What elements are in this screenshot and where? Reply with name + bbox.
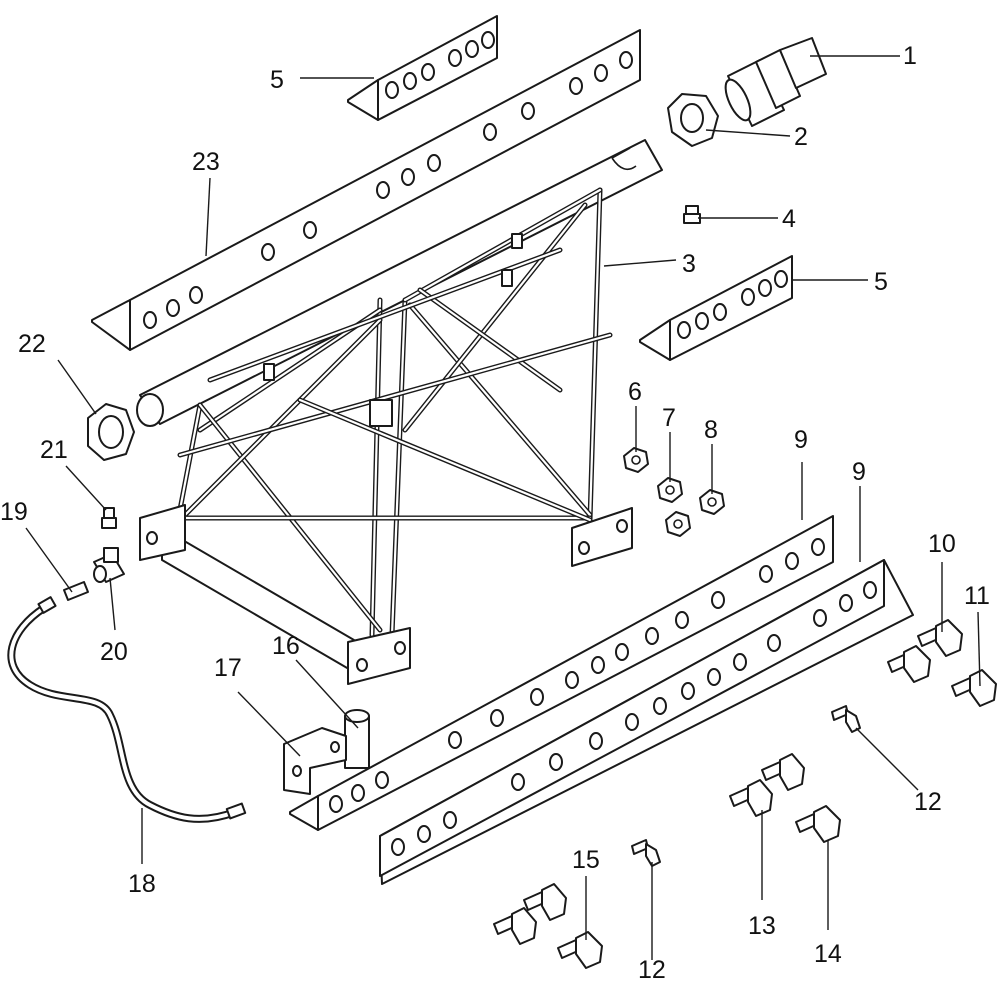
part-19-nipple <box>63 581 89 601</box>
callout-18: 18 <box>128 870 156 898</box>
part-18-hose <box>7 596 247 823</box>
part-15-bolts <box>493 883 603 969</box>
callout-2: 2 <box>794 123 808 151</box>
frame-top-pipe <box>136 139 663 427</box>
part-23-angle-rail <box>91 29 641 351</box>
callout-12-lower: 12 <box>638 956 666 984</box>
part-1-union-fitting <box>724 37 827 127</box>
callout-17: 17 <box>214 654 242 682</box>
part-22-large-nut <box>87 403 135 461</box>
callout-20: 20 <box>100 638 128 666</box>
part-9-front-angle-rail <box>379 559 914 885</box>
callout-5-upper: 5 <box>270 66 284 94</box>
callout-23: 23 <box>192 148 220 176</box>
rail-23-holes <box>143 51 633 329</box>
callout-9-rear: 9 <box>794 426 808 454</box>
part-17-bracket <box>283 727 347 795</box>
part-11-bolt <box>951 669 997 707</box>
callout-21: 21 <box>40 436 68 464</box>
callout-13: 13 <box>748 912 776 940</box>
part-13-bolts <box>729 753 805 817</box>
part-6-nut <box>623 447 649 473</box>
part-3-main-frame <box>136 139 663 685</box>
callout-4: 4 <box>782 205 796 233</box>
callout-9-front: 9 <box>852 458 866 486</box>
callout-16: 16 <box>272 632 300 660</box>
part-7-nuts <box>657 477 691 537</box>
callout-5-lower: 5 <box>874 268 888 296</box>
callout-22: 22 <box>18 330 46 358</box>
part-12-bolt-upper <box>831 705 861 733</box>
callout-1: 1 <box>903 42 917 70</box>
part-5-lower-bracket <box>639 255 793 361</box>
part-8-nut <box>699 489 725 515</box>
part-20-tee <box>93 547 125 583</box>
callout-labels: 1 2 4 3 5 5 23 6 7 8 9 9 10 11 12 13 14 … <box>0 42 990 984</box>
callout-7: 7 <box>662 404 676 432</box>
callout-10: 10 <box>928 530 956 558</box>
part-9-rear-angle-rail <box>289 515 834 831</box>
callout-11: 11 <box>964 582 990 610</box>
callout-3: 3 <box>682 250 696 278</box>
callout-leaders <box>25 55 981 960</box>
part-14-bolt <box>795 805 841 843</box>
part-4-small-fitting <box>683 205 701 224</box>
frame-base <box>139 504 633 685</box>
callout-14: 14 <box>814 940 842 968</box>
part-5-upper-bracket <box>347 15 498 121</box>
part-2-hex-nut <box>667 93 719 147</box>
part-12-bolt-lower <box>631 839 661 867</box>
callout-12-upper: 12 <box>914 788 942 816</box>
callout-19: 19 <box>0 498 28 526</box>
part-21-fitting <box>101 507 117 529</box>
callout-15: 15 <box>572 846 600 874</box>
callout-6: 6 <box>628 378 642 406</box>
frame-rods <box>175 187 613 638</box>
callout-8: 8 <box>704 416 718 444</box>
part-10-bolt-2 <box>887 645 931 683</box>
part-10-bolt <box>917 619 963 657</box>
